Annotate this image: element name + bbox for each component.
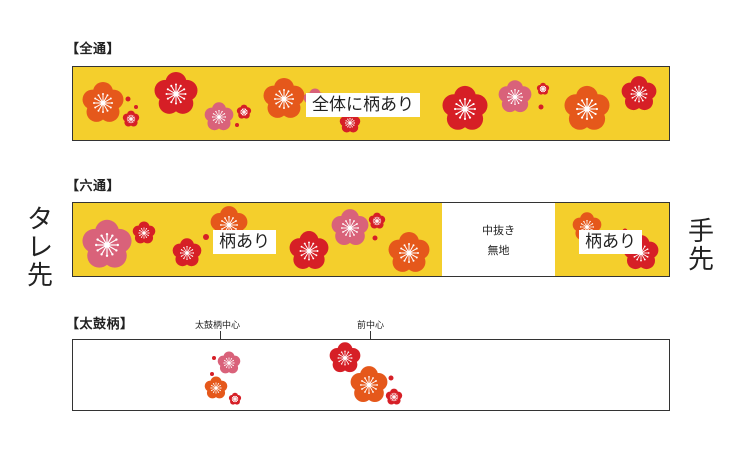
plum-blossom-icon	[536, 82, 550, 95]
zentsu-band: 全体に柄あり	[72, 66, 670, 141]
plum-blossom-icon	[329, 342, 361, 373]
zentsu-title: 【全通】	[66, 42, 121, 57]
rokutsu-pattern	[82, 206, 659, 272]
plum-blossom-icon	[132, 221, 156, 244]
plum-blossom-icon	[388, 232, 430, 272]
plum-blossom-icon	[263, 78, 305, 118]
plum-blossom-icon	[621, 76, 657, 111]
plum-blossom-icon	[154, 71, 198, 114]
plum-blossom-icon	[385, 388, 403, 405]
petal-dot	[235, 123, 239, 127]
petal-dot	[212, 356, 216, 360]
plum-blossom-icon	[82, 82, 124, 122]
petal-dot	[134, 105, 138, 109]
rokutsu-band: 柄あり 中抜き 無地 柄あり	[72, 202, 670, 277]
zentsu-label: 全体に柄あり	[306, 93, 420, 117]
rokutsu-title: 【六通】	[66, 179, 121, 194]
rokutsu-right-label: 柄あり	[579, 230, 642, 254]
rokutsu-plain-section: 中抜き 無地	[442, 203, 555, 276]
petal-dot	[538, 104, 544, 110]
plum-blossom-icon	[122, 110, 140, 127]
plum-blossom-icon	[289, 231, 329, 269]
plum-blossom-icon	[228, 392, 242, 405]
rokutsu-center-label-2: 無地	[487, 243, 510, 257]
plum-blossom-icon	[368, 212, 386, 229]
plum-blossom-icon	[82, 219, 132, 268]
petal-dot	[388, 375, 394, 381]
plum-blossom-icon	[564, 85, 610, 130]
plum-blossom-icon	[172, 238, 202, 267]
plum-blossom-icon	[350, 366, 388, 403]
plum-blossom-icon	[204, 102, 234, 131]
tesaki-label: 手先	[687, 217, 714, 275]
rokutsu-center-label-1: 中抜き	[482, 223, 515, 237]
marker-taiko-center-label: 太鼓柄中心	[195, 321, 241, 331]
marker-front-center-label: 前中心	[357, 321, 385, 331]
petal-dot	[125, 96, 131, 102]
plum-blossom-icon	[442, 85, 488, 130]
tare-saki-label: タレ先	[26, 205, 53, 291]
plum-blossom-icon	[236, 104, 252, 119]
petal-dot	[372, 235, 378, 241]
plum-blossom-icon	[331, 209, 369, 246]
rokutsu-left-label: 柄あり	[213, 230, 276, 254]
plum-blossom-icon	[217, 351, 241, 374]
plum-blossom-icon	[498, 80, 532, 113]
petal-dot	[203, 234, 209, 240]
taikogara-title: 【太鼓柄】	[66, 317, 134, 332]
petal-dot	[210, 372, 214, 376]
plum-blossom-icon	[204, 376, 228, 399]
taikogara-pattern	[204, 342, 403, 405]
taikogara-band	[72, 339, 670, 411]
